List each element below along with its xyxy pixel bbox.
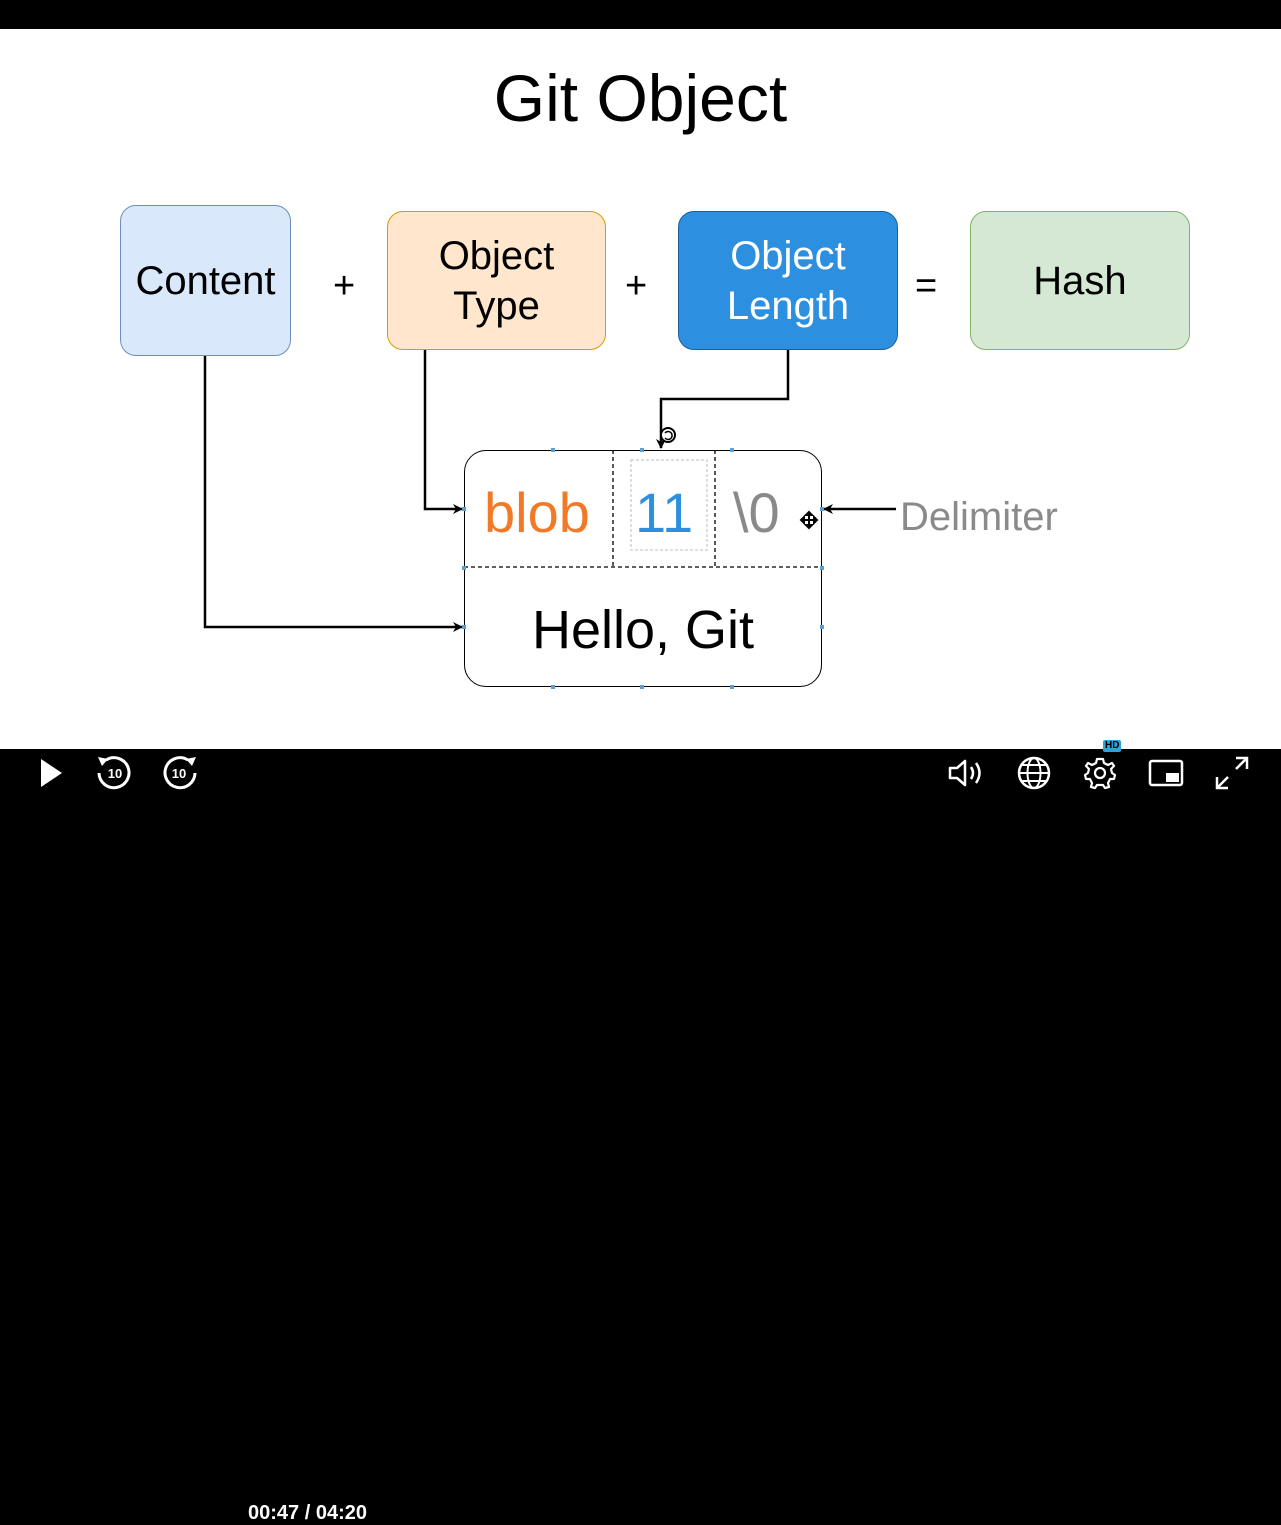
rewind-10-icon: 10 (97, 756, 131, 790)
equals-operator: = (915, 265, 938, 307)
plus-operator-1: + (333, 265, 356, 307)
edge-content-to-body (203, 356, 463, 632)
volume-icon (948, 759, 981, 787)
rewind-seconds: 10 (108, 766, 122, 781)
volume-button[interactable] (944, 749, 990, 797)
content-box: Content (120, 205, 291, 356)
object-type-box: Object Type (387, 211, 606, 350)
edge-length-to-cell (656, 350, 790, 449)
slide: Git Object Content + Object Type + Objec… (0, 29, 1281, 749)
top-letterbox (0, 0, 1281, 29)
forward-10-button[interactable]: 10 (158, 749, 202, 797)
globe-icon (1017, 756, 1051, 790)
object-type-cell: blob (484, 481, 590, 544)
fullscreen-icon (1215, 756, 1249, 790)
current-time: 00:47 (248, 1502, 300, 1524)
object-length-box: Object Length (678, 211, 898, 350)
picture-in-picture-button[interactable] (1146, 749, 1186, 797)
delimiter-cell: \0 (733, 481, 780, 544)
player-controls: 10 10 00:47 / 04:20 HD (0, 740, 1281, 1524)
rewind-10-button[interactable]: 10 (92, 749, 136, 797)
slide-title: Git Object (493, 61, 788, 135)
settings-button[interactable] (1080, 749, 1120, 797)
language-button[interactable] (1014, 749, 1054, 797)
time-display: 00:47 / 04:20 (248, 1502, 367, 1525)
duration: 04:20 (315, 1502, 367, 1524)
hash-box: Hash (970, 211, 1190, 350)
forward-seconds: 10 (172, 766, 186, 781)
picture-in-picture-icon (1148, 759, 1184, 787)
play-icon (41, 759, 62, 787)
fullscreen-button[interactable] (1212, 749, 1252, 797)
settings-icon (1083, 757, 1117, 790)
time-separator: / (299, 1502, 316, 1524)
object-content-cell: Hello, Git (531, 600, 755, 660)
plus-operator-2: + (625, 265, 648, 307)
edge-type-to-blob (423, 350, 463, 514)
forward-10-icon: 10 (163, 756, 197, 790)
object-length-cell: 11 (635, 481, 694, 544)
rotate-cursor-icon (660, 427, 676, 443)
delimiter-label: Delimiter (900, 495, 1058, 539)
play-button[interactable] (28, 749, 72, 797)
hd-badge: HD (1103, 740, 1122, 752)
